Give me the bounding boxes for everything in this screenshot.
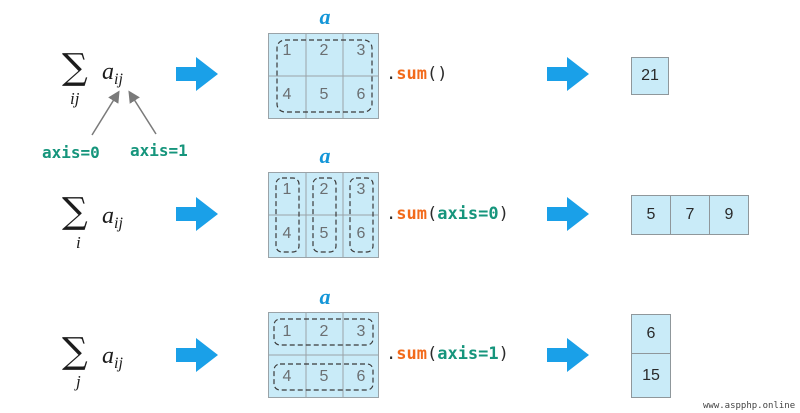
operand-subscript: ij xyxy=(114,71,123,88)
flow-arrow xyxy=(176,57,218,96)
operand-subscript: ij xyxy=(114,215,123,232)
operand-letter: a xyxy=(102,203,114,229)
matrix-label: a xyxy=(319,4,331,29)
operand-term: aij xyxy=(102,204,123,232)
flow-arrow xyxy=(176,197,218,236)
axis0-annotation: axis=0 xyxy=(42,143,100,162)
result-cell: 7 xyxy=(670,195,710,235)
matrix-cell: 5 xyxy=(319,225,329,242)
call-dot: . xyxy=(386,344,397,364)
matrix-cell: 5 xyxy=(319,368,329,385)
matrix-cell: 3 xyxy=(356,323,366,340)
matrix-cell: 6 xyxy=(356,86,366,103)
matrix-grid: 1 2 3 4 5 6 xyxy=(268,33,379,119)
flow-arrow xyxy=(547,197,589,236)
call-argument: axis=1 xyxy=(437,344,499,364)
grid-lines xyxy=(269,173,378,257)
operand-letter: a xyxy=(102,59,114,85)
result-cell: 15 xyxy=(631,353,671,398)
matrix-cell: 3 xyxy=(356,42,366,59)
axis0-pointer-arrow xyxy=(91,90,120,136)
call-open: ( xyxy=(426,344,438,364)
column-outline xyxy=(275,177,300,253)
result-cell: 9 xyxy=(709,195,749,235)
matrix-grid: 1 2 3 4 5 6 xyxy=(268,312,379,398)
matrix-cell: 5 xyxy=(319,86,329,103)
matrix-cell: 2 xyxy=(319,323,329,340)
method-call: .sum() xyxy=(386,66,447,83)
operand-subscript: ij xyxy=(114,355,123,372)
matrix-label: a xyxy=(319,284,331,309)
result-cell: 5 xyxy=(631,195,671,235)
watermark: www.aspphp.online xyxy=(703,401,796,411)
row-outline xyxy=(273,363,374,391)
matrix-grid: 1 2 3 4 5 6 xyxy=(268,172,379,258)
result-cell: 21 xyxy=(631,57,669,95)
axis1-pointer-arrow xyxy=(128,90,157,135)
matrix-cell: 6 xyxy=(356,368,366,385)
sigma-symbol: ∑ xyxy=(62,331,88,372)
matrix-cell: 1 xyxy=(282,181,292,198)
operand-term: aij xyxy=(102,60,123,88)
column-outline xyxy=(312,177,337,253)
sum-index-label: ij xyxy=(70,89,80,108)
column-outline xyxy=(349,177,374,253)
call-argument: axis=0 xyxy=(437,204,499,224)
method-call: .sum(axis=1) xyxy=(386,346,509,363)
call-close: ) xyxy=(498,344,509,364)
call-open: ( xyxy=(426,64,438,84)
grid-lines xyxy=(269,34,378,118)
axis1-annotation: axis=1 xyxy=(130,141,188,160)
matrix-cell: 4 xyxy=(282,368,292,385)
method-call: .sum(axis=0) xyxy=(386,206,509,223)
call-method: sum xyxy=(396,64,427,84)
matrix-cell: 1 xyxy=(282,42,292,59)
flow-arrow xyxy=(547,57,589,96)
call-method: sum xyxy=(396,344,427,364)
matrix-cell: 2 xyxy=(319,181,329,198)
matrix-cell: 6 xyxy=(356,225,366,242)
flow-arrow xyxy=(176,338,218,377)
sum-index-label: j xyxy=(76,372,81,391)
result-cell: 6 xyxy=(631,314,671,354)
row-outline xyxy=(273,318,374,346)
operand-letter: a xyxy=(102,343,114,369)
matrix-cell: 1 xyxy=(282,323,292,340)
call-close: ) xyxy=(437,64,448,84)
sigma-symbol: ∑ xyxy=(62,47,88,88)
call-method: sum xyxy=(396,204,427,224)
call-dot: . xyxy=(386,204,397,224)
call-open: ( xyxy=(426,204,438,224)
matrix-label: a xyxy=(319,143,331,168)
matrix-cell: 4 xyxy=(282,86,292,103)
call-dot: . xyxy=(386,64,397,84)
sum-index-label: i xyxy=(76,233,81,252)
matrix-cell: 2 xyxy=(319,42,329,59)
operand-term: aij xyxy=(102,344,123,372)
call-close: ) xyxy=(498,204,509,224)
matrix-cell: 3 xyxy=(356,181,366,198)
sigma-symbol: ∑ xyxy=(62,191,88,232)
flow-arrow xyxy=(547,338,589,377)
grid-lines xyxy=(269,313,378,397)
matrix-cell: 4 xyxy=(282,225,292,242)
